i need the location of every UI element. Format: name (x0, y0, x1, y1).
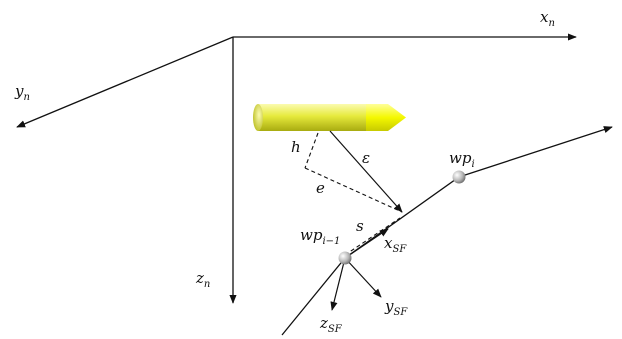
ysf-axis (344, 257, 382, 298)
vehicle-nose (366, 104, 406, 131)
waypoints: wpi−1 wpi (300, 149, 475, 265)
xsf-axis (344, 228, 389, 259)
e-dashed-line (304, 167, 403, 213)
path-line (281, 126, 613, 336)
h-dashed-line (304, 132, 319, 169)
wp-prev-label: wpi−1 (300, 226, 340, 247)
vehicle-body (258, 104, 368, 131)
ned-frame: xn yn zn (14, 8, 577, 304)
zsf-label: zSF (319, 314, 343, 335)
wp-current-label: wpi (449, 149, 475, 170)
zn-label: zn (195, 269, 210, 290)
zsf-axis (330, 257, 346, 311)
vehicle (253, 104, 406, 131)
vehicle-tail-cap (253, 104, 263, 131)
epsilon-vector (329, 130, 403, 213)
serret-frenet-frame: xSF ySF zSF (319, 228, 408, 335)
waypoint-previous (338, 251, 352, 265)
e-label: e (316, 179, 325, 197)
xn-label: xn (540, 8, 555, 29)
waypoint-current (452, 170, 466, 184)
ysf-label: ySF (384, 297, 408, 318)
xsf-label: xSF (384, 234, 407, 255)
yn-axis (16, 36, 234, 128)
s-label: s (356, 217, 364, 235)
error-geometry: h e ε s (291, 130, 403, 256)
epsilon-label: ε (362, 149, 370, 167)
h-label: h (291, 138, 301, 156)
yn-label: yn (14, 82, 30, 103)
